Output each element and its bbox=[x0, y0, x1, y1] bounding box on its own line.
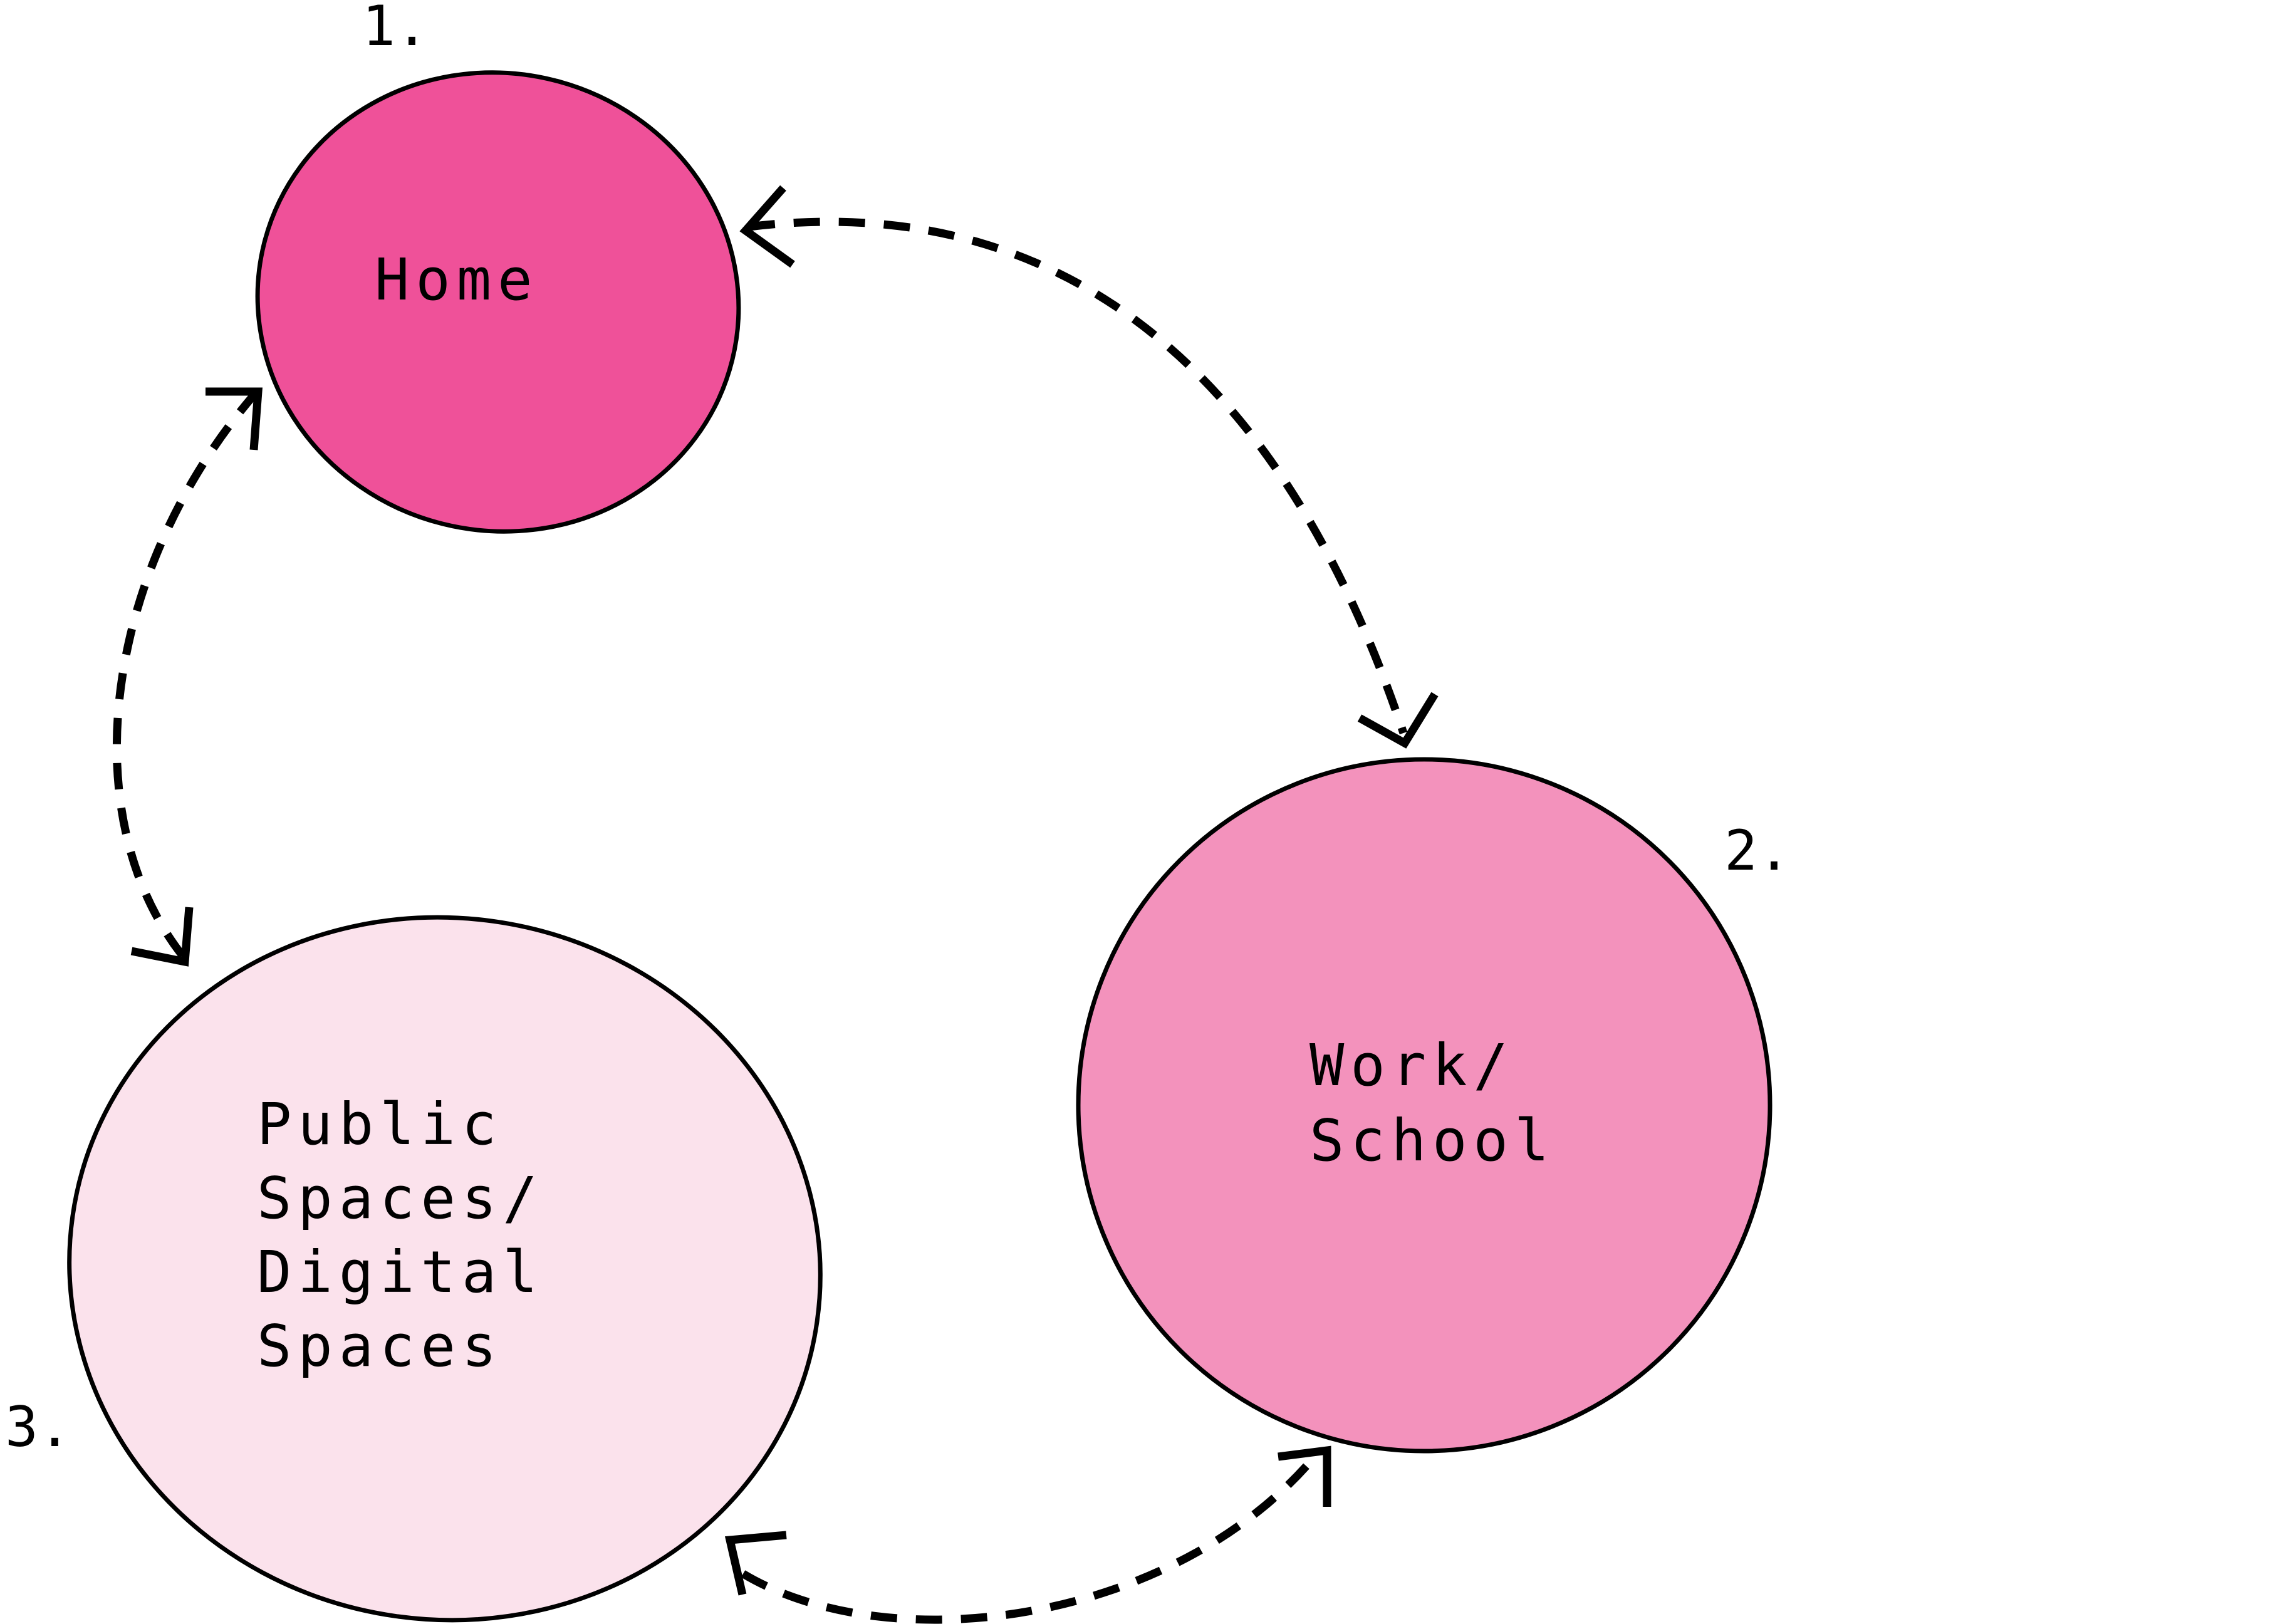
node-home-number: 1. bbox=[362, 0, 429, 58]
node-home-line-1: Home bbox=[375, 246, 539, 313]
node-public-digital-spaces-line-4: Spaces bbox=[257, 1313, 502, 1380]
arrowhead-to-home-from-public bbox=[206, 387, 263, 450]
node-public-digital-spaces: Public Spaces/ Digital Spaces 3. bbox=[5, 915, 823, 1623]
arrowhead-to-public-from-work bbox=[724, 1531, 787, 1596]
connector-home-public bbox=[112, 388, 260, 962]
node-work-school-line-1: Work/ bbox=[1309, 1032, 1514, 1099]
node-work-school-shape bbox=[1076, 757, 1773, 1454]
node-public-digital-spaces-number: 3. bbox=[5, 1395, 71, 1459]
node-work-school-number: 2. bbox=[1724, 818, 1791, 883]
connector-home-work bbox=[748, 217, 1408, 735]
node-work-school: Work/ School 2. bbox=[1076, 757, 1791, 1454]
node-public-digital-spaces-line-2: Spaces/ bbox=[257, 1165, 544, 1232]
arrowhead-to-work-from-home bbox=[1357, 692, 1439, 749]
node-public-digital-spaces-shape bbox=[67, 915, 823, 1623]
node-public-digital-spaces-label: Public Spaces/ Digital Spaces bbox=[257, 1091, 585, 1380]
arrowhead-to-home-from-work bbox=[739, 185, 795, 268]
node-work-school-line-2: School bbox=[1309, 1107, 1555, 1174]
connector-work-public bbox=[734, 1463, 1309, 1624]
node-home-label: Home bbox=[375, 246, 539, 313]
node-home-shape bbox=[255, 70, 741, 534]
node-public-digital-spaces-line-1: Public bbox=[257, 1091, 502, 1158]
node-home: Home 1. bbox=[255, 0, 741, 534]
node-public-digital-spaces-line-3: Digital bbox=[257, 1239, 544, 1306]
arrowhead-to-public-from-home bbox=[130, 907, 194, 967]
node-work-school-label: Work/ School bbox=[1309, 1032, 1555, 1174]
arrowhead-to-work-from-public bbox=[1278, 1445, 1331, 1507]
